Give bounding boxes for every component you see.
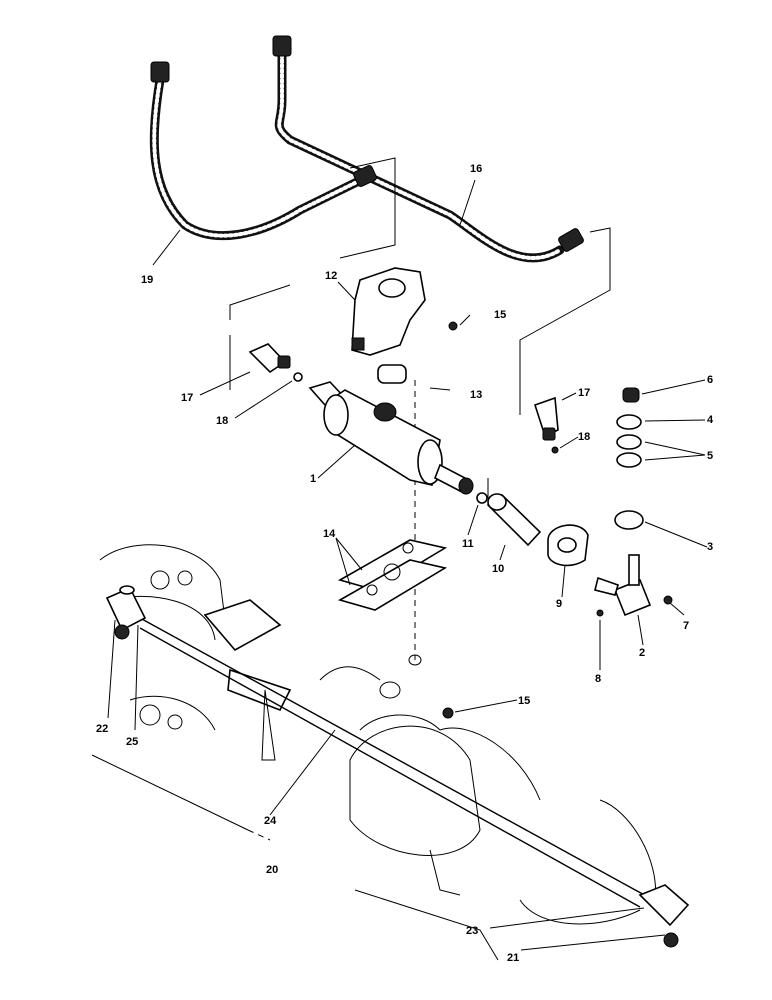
callout-17-right: 17	[578, 387, 590, 399]
callout-labels: 19 16 12 15 17 18 13 17 18 6 4 5 3 1 11 …	[96, 163, 714, 964]
callout-4: 4	[707, 414, 714, 426]
cotter-pin-7	[663, 595, 673, 605]
callout-5: 5	[707, 450, 713, 462]
elbow-fitting-17-right	[533, 396, 559, 441]
clamp-9	[547, 524, 589, 567]
washer-4	[616, 414, 642, 430]
ball-joint-2	[594, 554, 652, 617]
callout-10: 10	[492, 563, 504, 575]
cylinder-bracket-12	[351, 267, 426, 384]
o-ring-11	[476, 492, 488, 504]
grease-nipple-15-top	[448, 321, 458, 331]
callout-23: 23	[466, 925, 478, 937]
elbow-fitting-17-left	[248, 343, 291, 374]
grease-nipple-15-bottom	[442, 707, 454, 719]
callout-17-left: 17	[181, 392, 193, 404]
callout-1: 1	[310, 473, 316, 485]
nut-8	[596, 609, 604, 617]
o-ring-18-left	[293, 372, 303, 382]
callout-24: 24	[264, 815, 277, 827]
tie-rod-24	[139, 617, 649, 908]
washer-3	[614, 510, 644, 530]
callout-18-left: 18	[216, 415, 228, 427]
callout-15-bottom: 15	[518, 695, 530, 707]
callout-6: 6	[707, 374, 713, 386]
tie-rod-end-left-22	[105, 585, 147, 640]
washer-5b	[616, 452, 642, 468]
callout-15-top: 15	[494, 309, 506, 321]
nut-6	[622, 387, 640, 403]
callout-8: 8	[595, 673, 601, 685]
callout-13: 13	[470, 389, 482, 401]
callout-20: 20	[266, 864, 278, 876]
callout-25: 25	[126, 736, 138, 748]
callout-7: 7	[683, 620, 689, 632]
tie-rod-end-right-21	[638, 884, 690, 948]
callout-12: 12	[325, 270, 337, 282]
hose-19	[149, 61, 370, 241]
callout-9: 9	[556, 598, 562, 610]
hose-16	[272, 35, 584, 263]
callout-18-right: 18	[578, 431, 590, 443]
callout-3: 3	[707, 541, 713, 553]
callout-2: 2	[639, 647, 645, 659]
washer-5a	[616, 434, 642, 450]
o-ring-18-right	[551, 446, 559, 454]
callout-22: 22	[96, 723, 108, 735]
steering-cylinder-1	[308, 381, 474, 495]
callout-11: 11	[462, 538, 474, 550]
rod-end-10	[486, 493, 542, 547]
callout-16: 16	[470, 163, 482, 175]
callout-14: 14	[323, 528, 336, 540]
leader-lines	[91, 179, 708, 961]
callout-21: 21	[507, 952, 519, 964]
callout-19: 19	[141, 274, 153, 286]
shims-14	[337, 539, 448, 611]
